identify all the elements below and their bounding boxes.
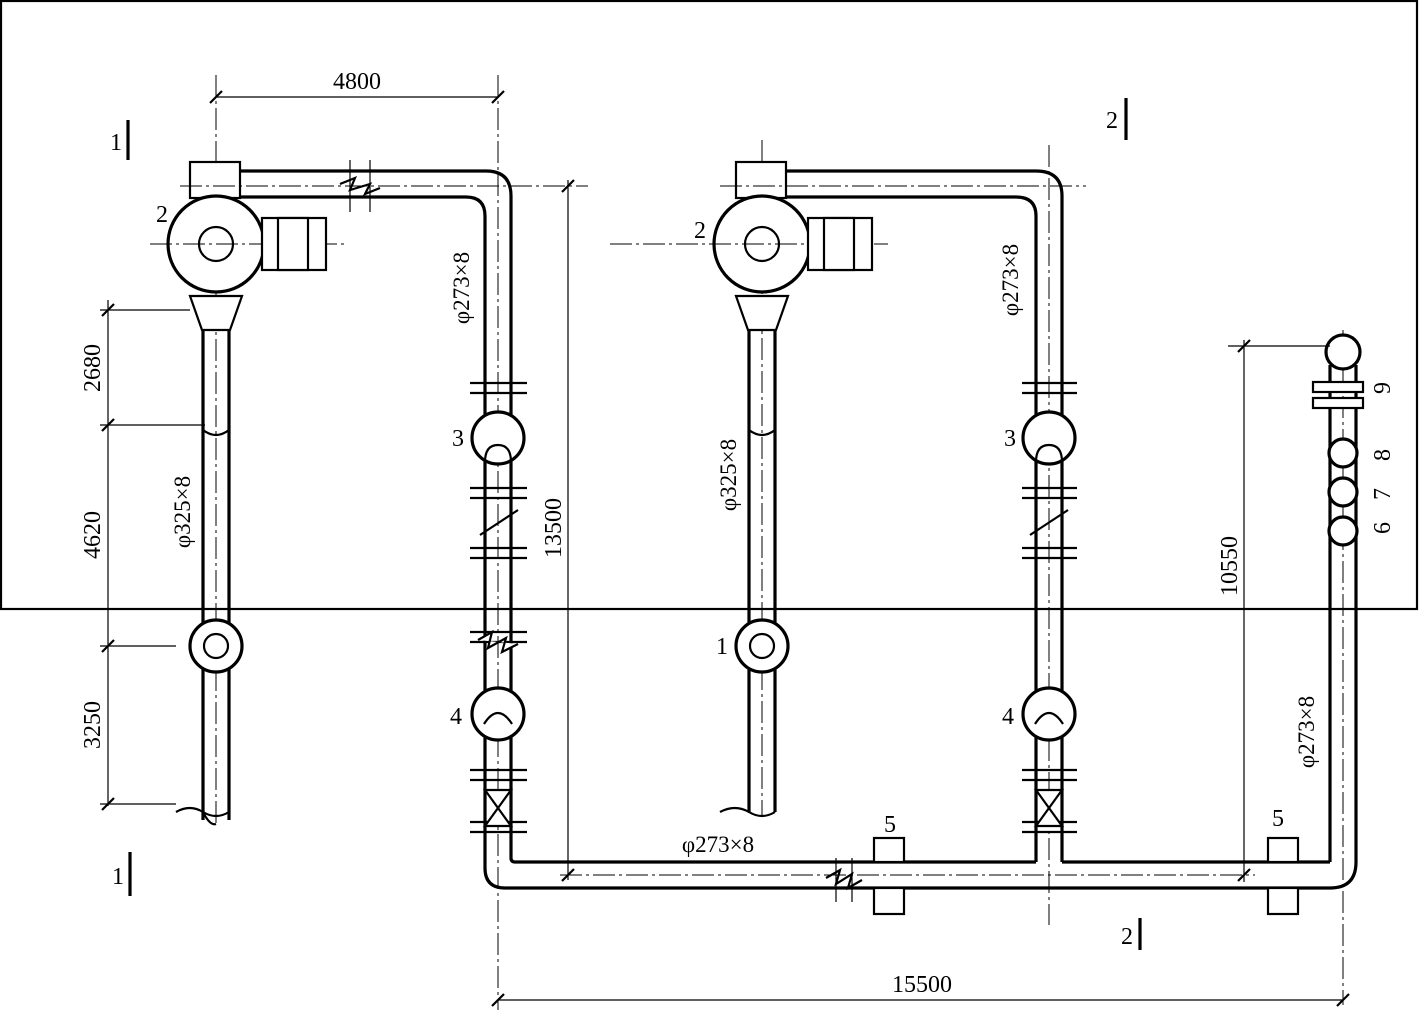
component-1-middle-circle xyxy=(734,618,790,674)
dim-10550: 10550 xyxy=(1217,536,1243,596)
label-1-middle: 1 xyxy=(716,634,728,660)
label-8: 8 xyxy=(1370,449,1396,461)
pipe-spec-left-vertical: φ325×8 xyxy=(170,476,195,548)
bottom-header xyxy=(483,365,1358,916)
right-assembly xyxy=(1311,330,1365,1005)
component-7-circle xyxy=(1327,476,1359,508)
section-marks xyxy=(126,98,1142,950)
label-6: 6 xyxy=(1370,522,1396,534)
left-assembly xyxy=(150,75,588,1010)
dim-4800: 4800 xyxy=(333,69,381,95)
pipe-spec-left-riser: φ273×8 xyxy=(449,252,474,324)
label-4-middle: 4 xyxy=(1002,704,1014,730)
component-3-left-circle xyxy=(470,410,526,466)
pipe-spec-bottom-header: φ273×8 xyxy=(682,832,754,857)
section-mark-2-bottom: 2 xyxy=(1121,924,1133,950)
label-5-center: 5 xyxy=(884,812,896,838)
label-2-left: 2 xyxy=(156,202,168,228)
label-4-left: 4 xyxy=(450,704,462,730)
drawing-frame xyxy=(0,0,1419,611)
dim-3250: 3250 xyxy=(80,701,106,749)
component-1-left-circle xyxy=(188,618,244,674)
label-7: 7 xyxy=(1370,488,1396,500)
dim-13500: 13500 xyxy=(541,498,567,558)
dim-2680: 2680 xyxy=(80,344,106,392)
label-3-left: 3 xyxy=(452,426,464,452)
section-mark-1-top: 1 xyxy=(110,130,122,156)
label-9: 9 xyxy=(1370,382,1396,394)
section-mark-1-bottom: 1 xyxy=(112,864,124,890)
component-3-middle-circle xyxy=(1021,410,1077,466)
label-3-middle: 3 xyxy=(1004,426,1016,452)
component-6-circle xyxy=(1327,515,1359,547)
dim-15500: 15500 xyxy=(892,972,952,998)
component-8-circle xyxy=(1327,437,1359,469)
middle-assembly xyxy=(610,140,1086,925)
pipe-spec-middle-vertical: φ325×8 xyxy=(716,439,741,511)
section-mark-2-top: 2 xyxy=(1106,108,1118,134)
dim-4620: 4620 xyxy=(80,511,106,559)
pipe-spec-middle-riser: φ273×8 xyxy=(998,244,1023,316)
component-top-right-circle xyxy=(1324,333,1362,371)
pipe-spec-right-vertical: φ273×8 xyxy=(1294,696,1319,768)
label-5-right: 5 xyxy=(1272,806,1284,832)
label-2-middle: 2 xyxy=(694,218,706,244)
dimension-lines xyxy=(100,90,1350,1007)
